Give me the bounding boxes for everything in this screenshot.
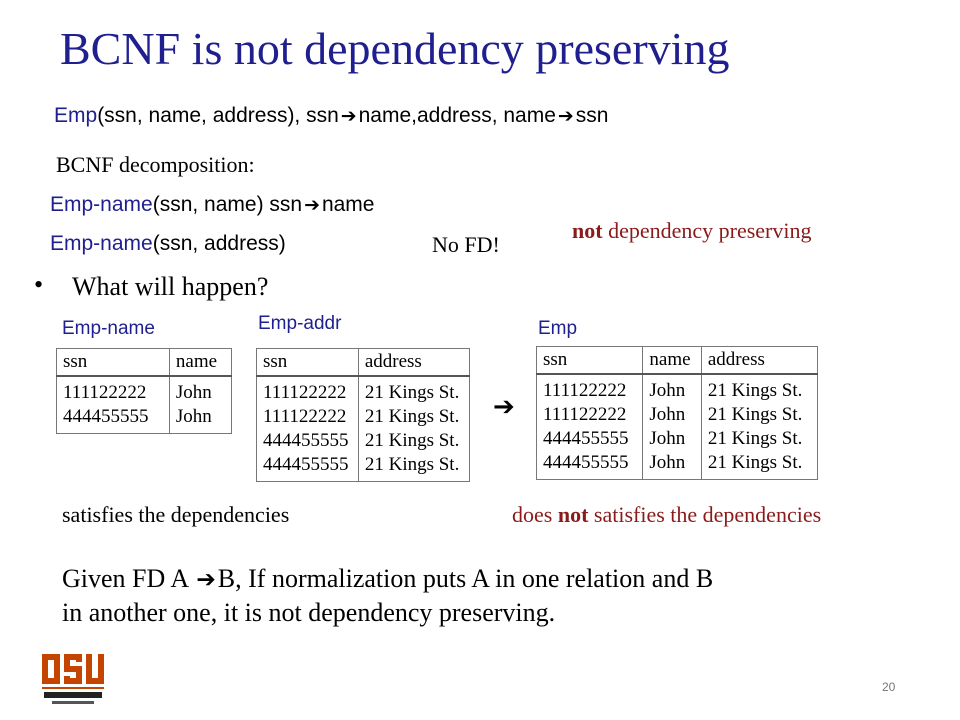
given-text-a: Given FD A <box>62 564 195 593</box>
osu-logo <box>42 654 104 704</box>
table-row: 111122222 John 21 Kings St. <box>537 403 818 427</box>
table-cell: John <box>168 376 232 405</box>
emp-name-relation-name: Emp-name <box>50 193 153 216</box>
table-cell: 111122222 <box>263 406 347 427</box>
emp-name-schema-text: (ssn, name) ssn <box>152 193 303 216</box>
emp-table: ssn name address 111122222 John 21 Kings… <box>536 346 818 480</box>
table-cell: 111122222 <box>543 404 627 425</box>
table-cell: 111122222 <box>263 382 347 403</box>
table-row: 111122222 John 21 Kings St. <box>537 374 818 403</box>
table-cell: 21 Kings St. <box>357 453 470 482</box>
emp-name-schema-line: Emp-name(ssn, name) ssn➔name <box>50 193 374 217</box>
no-fd-note: No FD! <box>432 232 500 257</box>
given-text-b: B, If normalization puts A in one relati… <box>217 564 714 593</box>
not-satisfies-post: satisfies the dependencies <box>588 502 822 527</box>
emp-name-table-label: Emp-name <box>62 318 155 339</box>
table-cell: 21 Kings St. <box>357 429 470 453</box>
emp-addr-table: ssn address 111122222 21 Kings St. 11112… <box>256 348 470 482</box>
table-cell: 444455555 <box>263 454 349 475</box>
not-emphasis: not <box>572 218 603 243</box>
table-cell: 444455555 <box>543 452 629 473</box>
osu-logo-lettering-art <box>42 654 104 704</box>
table-cell: John <box>642 427 702 451</box>
table-row: 111122222 John <box>57 376 232 405</box>
emp-name-fd-target: name <box>321 193 375 216</box>
emp-addr-schema-text: (ssn, address) <box>152 232 286 255</box>
bullet-dot: • <box>34 270 44 299</box>
table-row: 444455555 John 21 Kings St. <box>537 427 818 451</box>
table-row: 111122222 21 Kings St. <box>257 376 470 405</box>
table-cell: John <box>642 374 702 403</box>
column-header: ssn <box>256 348 359 377</box>
column-header: name <box>642 346 702 375</box>
table-cell: 21 Kings St. <box>700 403 818 427</box>
table-row: 444455555 John 21 Kings St. <box>537 451 818 480</box>
table-cell: 21 Kings St. <box>357 376 470 405</box>
emp-addr-schema-line: Emp-name(ssn, address) <box>50 232 286 256</box>
table-row: 444455555 21 Kings St. <box>257 429 470 453</box>
emp-fd-target: ssn <box>575 104 609 127</box>
emp-schema-line: Emp(ssn, name, address), ssn➔name,addres… <box>54 104 608 128</box>
right-arrow-icon: ➔ <box>196 565 216 593</box>
right-arrow-icon: ➔ <box>340 105 357 127</box>
not-dep-rest: dependency preserving <box>602 218 812 243</box>
join-arrow-icon: ➔ <box>493 392 515 422</box>
page-number: 20 <box>882 680 896 694</box>
not-satisfies-caption: does not satisfies the dependencies <box>512 502 821 528</box>
table-cell: 21 Kings St. <box>700 374 818 403</box>
given-line-1: Given FD A ➔B, If normalization puts A i… <box>62 562 713 596</box>
not-satisfies-pre: does <box>512 502 558 527</box>
bcnf-decomposition-label: BCNF decomposition: <box>56 152 255 177</box>
column-header: address <box>700 346 818 375</box>
not-dependency-preserving-note: not dependency preserving <box>572 218 811 244</box>
column-header: name <box>168 348 232 377</box>
table-cell: John <box>642 403 702 427</box>
emp-addr-table-label: Emp-addr <box>258 313 342 334</box>
column-header: ssn <box>536 346 643 375</box>
emp-name-table: ssn name 111122222 John 444455555 John <box>56 348 232 434</box>
table-row: 444455555 21 Kings St. <box>257 453 470 482</box>
table-cell: 444455555 <box>63 406 149 427</box>
emp-relation-name: Emp <box>54 104 98 127</box>
emp-addr-relation-name: Emp-name <box>50 232 153 255</box>
right-arrow-icon: ➔ <box>557 105 574 127</box>
given-line-2: in another one, it is not dependency pre… <box>62 598 556 627</box>
slide-title: BCNF is not dependency preserving <box>60 23 730 74</box>
table-row: 111122222 21 Kings St. <box>257 405 470 429</box>
table-cell: 21 Kings St. <box>700 451 818 480</box>
what-will-happen-question: What will happen? <box>72 272 269 301</box>
satisfies-caption: satisfies the dependencies <box>62 502 290 527</box>
table-cell: 111122222 <box>63 382 147 403</box>
column-header: ssn <box>56 348 170 377</box>
table-cell: 21 Kings St. <box>357 405 470 429</box>
table-cell: John <box>168 405 232 434</box>
given-fd-paragraph: Given FD A ➔B, If normalization puts A i… <box>62 562 713 630</box>
not-emphasis: not <box>557 502 589 527</box>
table-cell: John <box>642 451 702 480</box>
table-cell: 21 Kings St. <box>700 427 818 451</box>
emp-schema-text: (ssn, name, address), ssn <box>97 104 339 127</box>
table-cell: 111122222 <box>543 380 627 401</box>
emp-table-label: Emp <box>538 318 578 339</box>
table-cell: 444455555 <box>263 430 349 451</box>
right-arrow-icon: ➔ <box>304 194 320 216</box>
table-row: 444455555 John <box>57 405 232 434</box>
table-cell: 444455555 <box>543 428 629 449</box>
emp-fd-text: name,address, name <box>358 104 556 127</box>
column-header: address <box>357 348 470 377</box>
